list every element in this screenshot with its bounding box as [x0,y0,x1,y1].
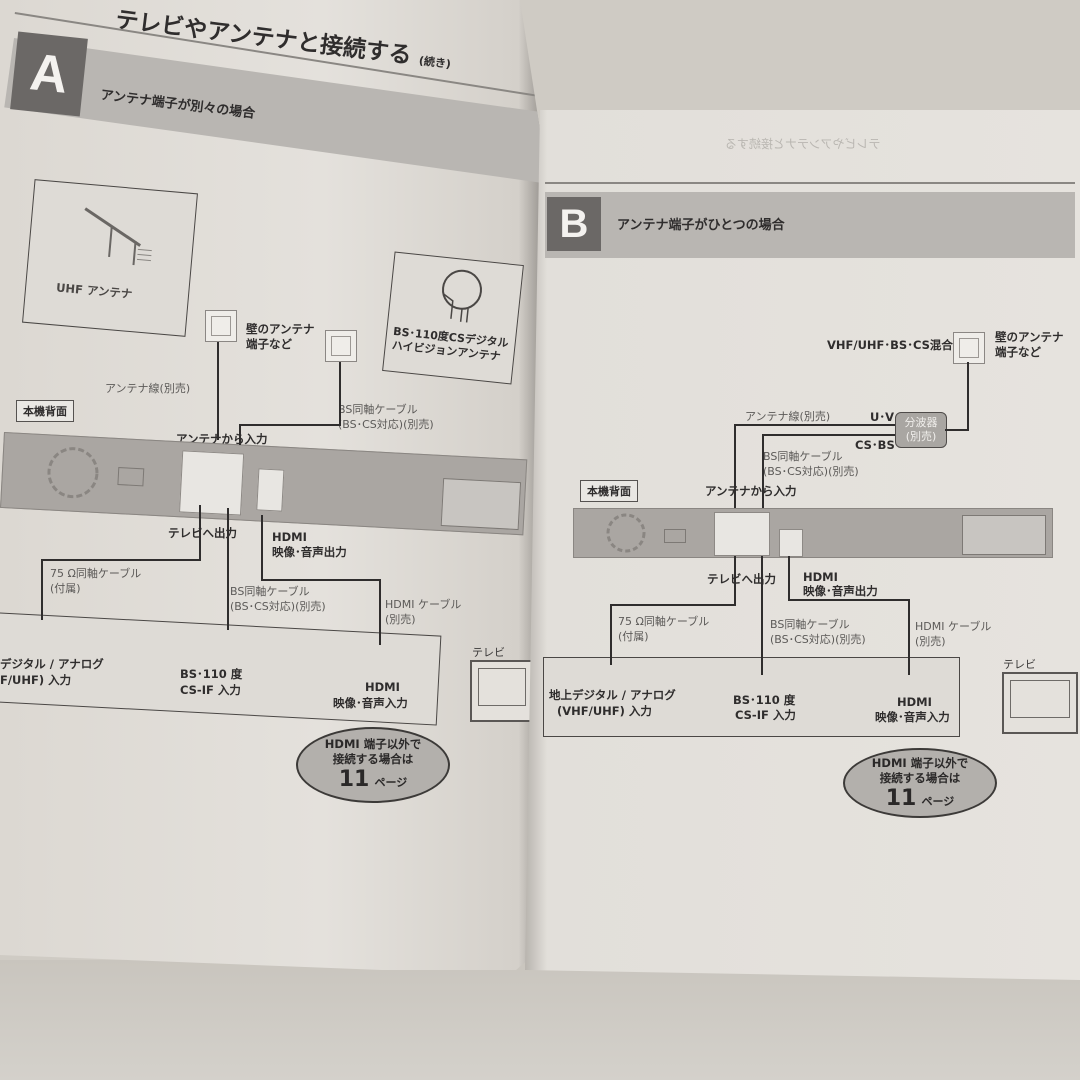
splitter-label-1: 分波器 [904,416,938,429]
bs-cable-label-2: (BS･CS対応)(別売) [763,465,859,478]
hdmi-cable-label-1: HDMI ケーブル [385,598,462,611]
right-hdmi-to-tv [788,556,910,675]
fan-icon [606,513,646,553]
hdmi-note-bubble: HDMI 端子以外で 接続する場合は 11 ページ [296,727,450,803]
tv-in-bs-1: BS･110 度 [733,693,796,707]
tv-output-label: テレビへ出力 [168,526,237,540]
hdmi-note-line-2: 接続する場合は [879,771,961,785]
tv-in-hdmi-1: HDMI [897,695,932,709]
wall-terminal-label-1: 壁のアンテナ [246,322,315,336]
wall-terminal-label-2: 端子など [995,345,1041,359]
rear-panel-label: 本機背面 [580,480,638,502]
tv-in-terrestrial-2: F/UHF) 入力 [0,673,72,687]
ac-inlet [664,529,686,543]
right-csbs-wire [762,434,895,508]
tv-in-hdmi-2: 映像･音声入力 [333,696,408,710]
rear-panel-label: 本機背面 [16,400,74,422]
hdmi-note-line-1: HDMI 端子以外で [324,737,422,751]
bs-antenna-callout: BS･110度CSデジタル ハイビジョンアンテナ [382,251,524,385]
fan-icon [47,447,99,499]
uhf-antenna-callout: UHF アンテナ [22,179,198,337]
right-coax-to-tv [610,556,736,665]
recorder-rear-panel [0,432,528,536]
antenna-terminal-panel [714,512,770,556]
left-bs-wire [239,362,341,445]
wall-terminal-mixed [953,332,985,364]
hdmi-note-page-number[interactable]: 11 [338,767,370,792]
right-title-rule [545,182,1075,184]
hdmi-out-label-1: HDMI [272,530,307,544]
table-surface [0,960,1080,1080]
tv-in-hdmi-1: HDMI [365,680,400,694]
coax75-label-2: (付属) [618,630,649,643]
tv-icon [470,660,534,722]
splitter-label-2: (別売) [905,430,937,443]
antenna-cable-label: アンテナ線(別売) [105,382,191,395]
bs-cable-tv-label-1: BS同軸ケーブル [230,585,310,598]
tv-output-label: テレビへ出力 [707,572,776,586]
bs-cable-tv-label-1: BS同軸ケーブル [770,618,850,631]
tv-in-bs-1: BS･110 度 [180,667,243,681]
hdmi-out-label-2: 映像･音声出力 [803,584,878,598]
bs-cable-tv-label-2: (BS･CS対応)(別売) [230,600,326,613]
bs-cable-label-1: BS同軸ケーブル [763,450,843,463]
section-b-band [545,192,1075,258]
hdmi-note-page-number[interactable]: 11 [885,786,917,811]
left-coax-to-tv [41,505,201,620]
tv-in-terrestrial-1: 地上デジタル / アナログ [549,688,676,702]
wall-terminal-uhf [205,310,237,342]
hdmi-cable-label-1: HDMI ケーブル [915,620,992,633]
antenna-input-label: アンテナから入力 [705,484,797,498]
tv-label: テレビ [472,646,505,659]
wall-terminal-bs [325,330,357,362]
right-uv-wire [734,424,895,508]
hdmi-cable-label-2: (別売) [385,613,416,626]
uv-label: U･V [870,410,894,424]
tv-in-hdmi-2: 映像･音声入力 [875,710,950,724]
coax75-label-1: 75 Ω同軸ケーブル [50,567,142,580]
left-hdmi-to-tv [261,515,381,645]
section-b-letter: B [547,197,601,251]
hdmi-port-panel [779,529,803,557]
tv-inputs-callout [543,657,960,737]
hdmi-cable-label-2: (別売) [915,635,946,648]
wall-terminal-label-1: 壁のアンテナ [995,330,1064,344]
hdmi-note-page-suffix: ページ [921,795,955,808]
tv-icon [1002,672,1078,734]
csbs-label: CS･BS [855,438,895,452]
tv-in-bs-2: CS-IF 入力 [180,683,241,697]
coax75-label-2: (付属) [50,582,81,595]
right-cable-lines [610,362,969,675]
left-cable-lines [41,342,381,645]
wall-terminal-label-2: 端子など [246,337,292,351]
mixed-signal-label: VHF/UHF･BS･CS混合 [827,338,953,352]
section-b-heading: アンテナ端子がひとつの場合 [617,218,785,233]
hdmi-out-label-2: 映像･音声出力 [272,545,347,559]
av-terminals [962,515,1046,555]
tv-label: テレビ [1003,658,1036,671]
right-page: テレビやアンテナと接続する B アンテナ端子がひとつの場合 VHF/UHF･BS… [525,110,1080,980]
antenna-cable-label: アンテナ線(別売) [745,410,831,423]
left-page: テレビやアンテナと接続する (続き) A アンテナ端子が別々の場合 UHF アン… [0,0,540,970]
bs-cable-label-1: BS同軸ケーブル [338,403,418,416]
tv-in-terrestrial-2: (VHF/UHF) 入力 [557,704,652,718]
coax75-label-1: 75 Ω同軸ケーブル [618,615,710,628]
bs-cable-tv-label-2: (BS･CS対応)(別売) [770,633,866,646]
hdmi-note-page-suffix: ページ [374,776,408,789]
tv-in-bs-2: CS-IF 入力 [735,708,796,722]
bs-cable-label-2: (BS･CS対応)(別売) [338,418,434,431]
hdmi-note-line-1: HDMI 端子以外で [871,756,969,770]
satellite-dish-icon [441,269,482,323]
recorder-rear-panel [573,508,1053,558]
uhf-antenna-icon [84,207,152,266]
hdmi-out-label-1: HDMI [803,570,838,584]
tv-in-terrestrial-1: デジタル / アナログ [0,657,104,671]
right-wall-to-splitter [945,362,969,431]
hdmi-note-bubble: HDMI 端子以外で 接続する場合は 11 ページ [843,748,997,818]
hdmi-note-line-2: 接続する場合は [332,752,414,766]
